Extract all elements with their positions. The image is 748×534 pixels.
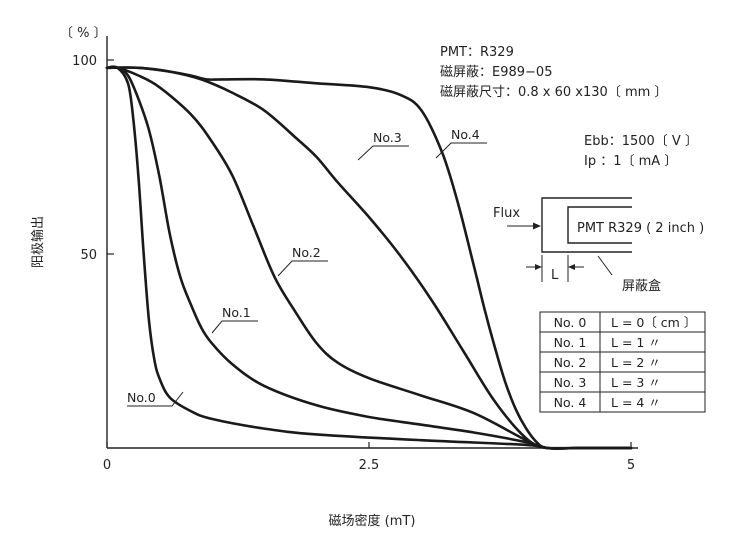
svg-text:No.1: No.1 xyxy=(222,305,251,320)
ip-annotation: Ip ：1〔 mA 〕 xyxy=(584,154,677,169)
tick-labels: 0 2.5 5 50 100 xyxy=(72,54,635,473)
pmt-diagram-label: PMT R329 ( 2 inch ) xyxy=(577,221,704,236)
l-label: L xyxy=(551,268,559,283)
shield-size-annotation: 磁屏蔽尺寸：0.8 x 60 x130〔 mm 〕 xyxy=(440,85,667,100)
box-leader-line xyxy=(597,255,613,276)
shield-annotation: 磁屏蔽：E989−05 xyxy=(440,65,552,80)
shield-box-inner xyxy=(567,206,632,244)
series-line-no0 xyxy=(105,65,633,450)
series-line-no1 xyxy=(105,65,633,450)
table-row-4-name: No. 4 xyxy=(554,395,587,410)
series-label-no0: No.0 xyxy=(127,390,184,407)
tick-marks xyxy=(106,59,632,448)
table-row-2-value: L = 2 〃 xyxy=(611,355,661,370)
flux-label: Flux xyxy=(493,206,520,221)
series-label-no2: No.2 xyxy=(277,245,328,277)
series-line-no2 xyxy=(105,65,633,450)
series-label-no4: No.4 xyxy=(435,127,487,159)
table-row-0-name: No. 0 xyxy=(554,315,587,330)
svg-text:No.2: No.2 xyxy=(292,245,321,260)
x-axis-label: 磁场密度 (mT) xyxy=(329,513,416,529)
table-row-3-name: No. 3 xyxy=(554,375,587,390)
table-row-2-name: No. 2 xyxy=(554,355,587,370)
series-label-no1: No.1 xyxy=(211,305,258,334)
y-tick-label-1: 100 xyxy=(72,54,97,69)
series-line-no4 xyxy=(105,66,633,450)
l-arrow-left-head xyxy=(535,264,542,270)
x-tick-label-0: 0 xyxy=(103,458,111,473)
table-row-3-value: L = 3 〃 xyxy=(611,375,661,390)
series-label-no3: No.3 xyxy=(357,130,409,161)
shield-box-outer xyxy=(541,197,632,253)
x-tick-label-1: 2.5 xyxy=(359,458,380,473)
svg-text:No.3: No.3 xyxy=(373,130,402,145)
table-row-4-value: L = 4 〃 xyxy=(611,395,661,410)
l-arrow-right-head xyxy=(568,264,575,270)
svg-text:No.0: No.0 xyxy=(127,390,156,405)
table-row-0-value: L = 0〔 cm 〕 xyxy=(611,315,696,330)
box-label: 屏蔽盒 xyxy=(622,278,661,294)
table-row-1-name: No. 1 xyxy=(554,335,587,350)
y-tick-label-0: 50 xyxy=(80,248,97,263)
table-row-1-value: L = 1 〃 xyxy=(611,335,661,350)
conditions: PMT：R329 磁屏蔽：E989−05 磁屏蔽尺寸：0.8 x 60 x130… xyxy=(440,45,698,169)
l-distance-table: No. 0 L = 0〔 cm 〕 No. 1 L = 1 〃 No. 2 L … xyxy=(539,311,706,413)
shield-diagram: Flux PMT R329 ( 2 inch ) L 屏蔽盒 xyxy=(493,197,704,294)
y-unit-label: 〔 % 〕 xyxy=(60,26,107,41)
ebb-annotation: Ebb：1500〔 V 〕 xyxy=(584,134,698,149)
pmt-annotation: PMT：R329 xyxy=(440,45,514,60)
svg-text:No.4: No.4 xyxy=(451,127,480,142)
series-labels: No.0 No.1 No.2 No.3 No.4 xyxy=(127,127,487,407)
y-axis-label: 阳极输出 xyxy=(30,216,46,268)
x-tick-label-2: 5 xyxy=(627,458,635,473)
flux-arrow-head xyxy=(533,222,541,230)
series-lines xyxy=(105,65,633,451)
